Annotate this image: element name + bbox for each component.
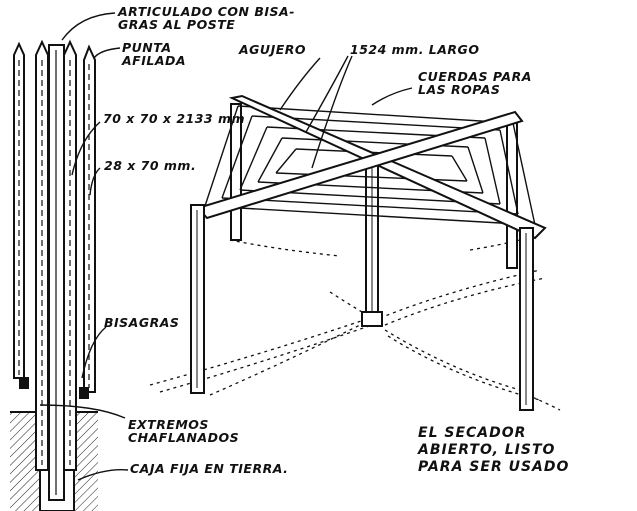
ground-shading [149, 239, 561, 411]
folded-post-detail [10, 12, 129, 511]
front-legs [190, 204, 534, 411]
main-post [48, 44, 65, 501]
label-length: 1524 mm. LARGO [350, 42, 480, 57]
label-sharpened-tip: PUNTA AFILADA [122, 40, 187, 68]
label-chamfered-ends: EXTREMOS CHAFLANADOS [128, 417, 240, 445]
label-hinges: BISAGRAS [104, 315, 180, 330]
left-arm [13, 41, 25, 379]
label-ground-box: CAJA FIJA EN TIERRA. [130, 461, 289, 476]
hinge-right [79, 387, 89, 399]
label-hole: AGUJERO [239, 42, 307, 57]
label-post-size: 70 x 70 x 2133 mm [103, 111, 246, 126]
label-clotheslines: CUERDAS PARA LAS ROPAS [418, 69, 532, 97]
open-dryer [149, 55, 561, 411]
hinge-left [19, 377, 29, 389]
label-hinged-to-post: ARTICULADO CON BISA- GRAS AL POSTE [118, 4, 295, 32]
crossing-arms [196, 94, 547, 240]
label-arm-size: 28 x 70 mm. [104, 158, 197, 173]
right-arm [83, 44, 96, 393]
caption: EL SECADOR ABIERTO, LISTO PARA SER USADO [418, 425, 570, 475]
